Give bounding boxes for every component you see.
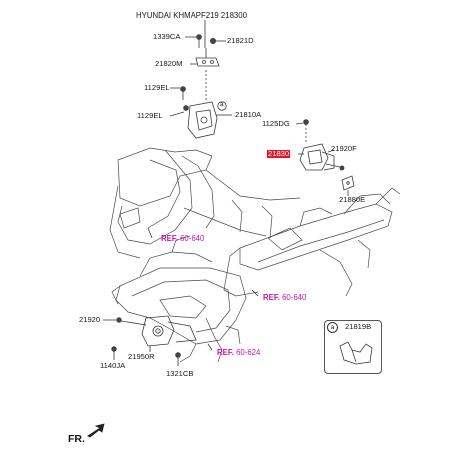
label-1339ca: 1339CA <box>153 32 181 41</box>
label-21821d: 21821D <box>227 36 254 45</box>
leader-ref-2 <box>251 289 259 297</box>
ref-link-60-640-upper[interactable]: REF. 60-640 <box>161 235 204 243</box>
bolt-1129el-upper-icon <box>180 86 186 100</box>
insulator-21819b-icon <box>339 341 373 365</box>
label-1140ja: 1140JA <box>100 361 126 370</box>
label-21880e: 21880E <box>339 195 366 204</box>
label-21920f: 21920F <box>331 144 357 153</box>
label-21920: 21920 <box>79 315 101 324</box>
ref-value: 60-640 <box>282 293 307 302</box>
leader-ref-3 <box>207 343 213 351</box>
roll-rod-21950r-icon <box>141 315 197 347</box>
side-member-right <box>223 187 401 297</box>
bolt-1140ja-icon <box>111 346 117 360</box>
front-direction-label: FR. <box>68 433 85 445</box>
engine-mount-21810a-icon <box>187 70 218 139</box>
nut-1321cb-icon <box>175 352 181 366</box>
bolt-1339ca-icon <box>196 34 202 48</box>
diagram-title: HYUNDAI KHMAPF219 218300 <box>136 11 247 20</box>
ref-value: 60-624 <box>236 348 261 357</box>
leader-ref-1 <box>147 227 153 239</box>
ref-key: REF. <box>217 348 234 357</box>
leader-21920f <box>327 149 335 153</box>
bolt-1125dg-icon <box>303 119 309 142</box>
callout-circle-a <box>217 101 227 111</box>
inset-box-letter: a <box>327 322 338 333</box>
label-1125dg: 1125DG <box>262 119 290 128</box>
leader-1129el-b <box>169 111 185 117</box>
ref-link-60-624[interactable]: REF. 60-624 <box>217 349 260 357</box>
nut-21821d-icon <box>209 38 216 45</box>
label-21820m: 21820M <box>155 59 183 68</box>
inset-box-21819b <box>324 320 382 374</box>
ref-key: REF. <box>161 234 178 243</box>
label-1129el-lower: 1129EL <box>137 111 163 120</box>
bolt-21920-icon <box>116 317 147 326</box>
bracket-21820m-icon <box>195 48 220 67</box>
leader-1125dg <box>295 122 304 125</box>
label-21810a: 21810A <box>235 110 262 119</box>
callout-letter: a <box>220 101 224 108</box>
bolt-1129el-lower-icon <box>183 105 189 111</box>
label-21830-highlighted[interactable]: 21830 <box>267 149 291 158</box>
label-1321cb: 1321CB <box>166 369 194 378</box>
label-21950r: 21950R <box>128 352 155 361</box>
label-1129el-upper: 1129EL <box>144 83 170 92</box>
lower-crossmember <box>111 235 247 363</box>
front-frame-upper <box>109 147 301 259</box>
front-arrow-icon <box>87 423 105 438</box>
bolt-21920f-icon <box>325 163 345 171</box>
bracket-21880e-icon <box>341 175 355 191</box>
label-21819b: 21819B <box>345 322 372 331</box>
transmission-mount-21830-icon <box>299 143 335 171</box>
ref-key: REF. <box>263 293 280 302</box>
ref-link-60-640-right[interactable]: REF. 60-640 <box>263 294 306 302</box>
ref-value: 60-640 <box>180 234 205 243</box>
